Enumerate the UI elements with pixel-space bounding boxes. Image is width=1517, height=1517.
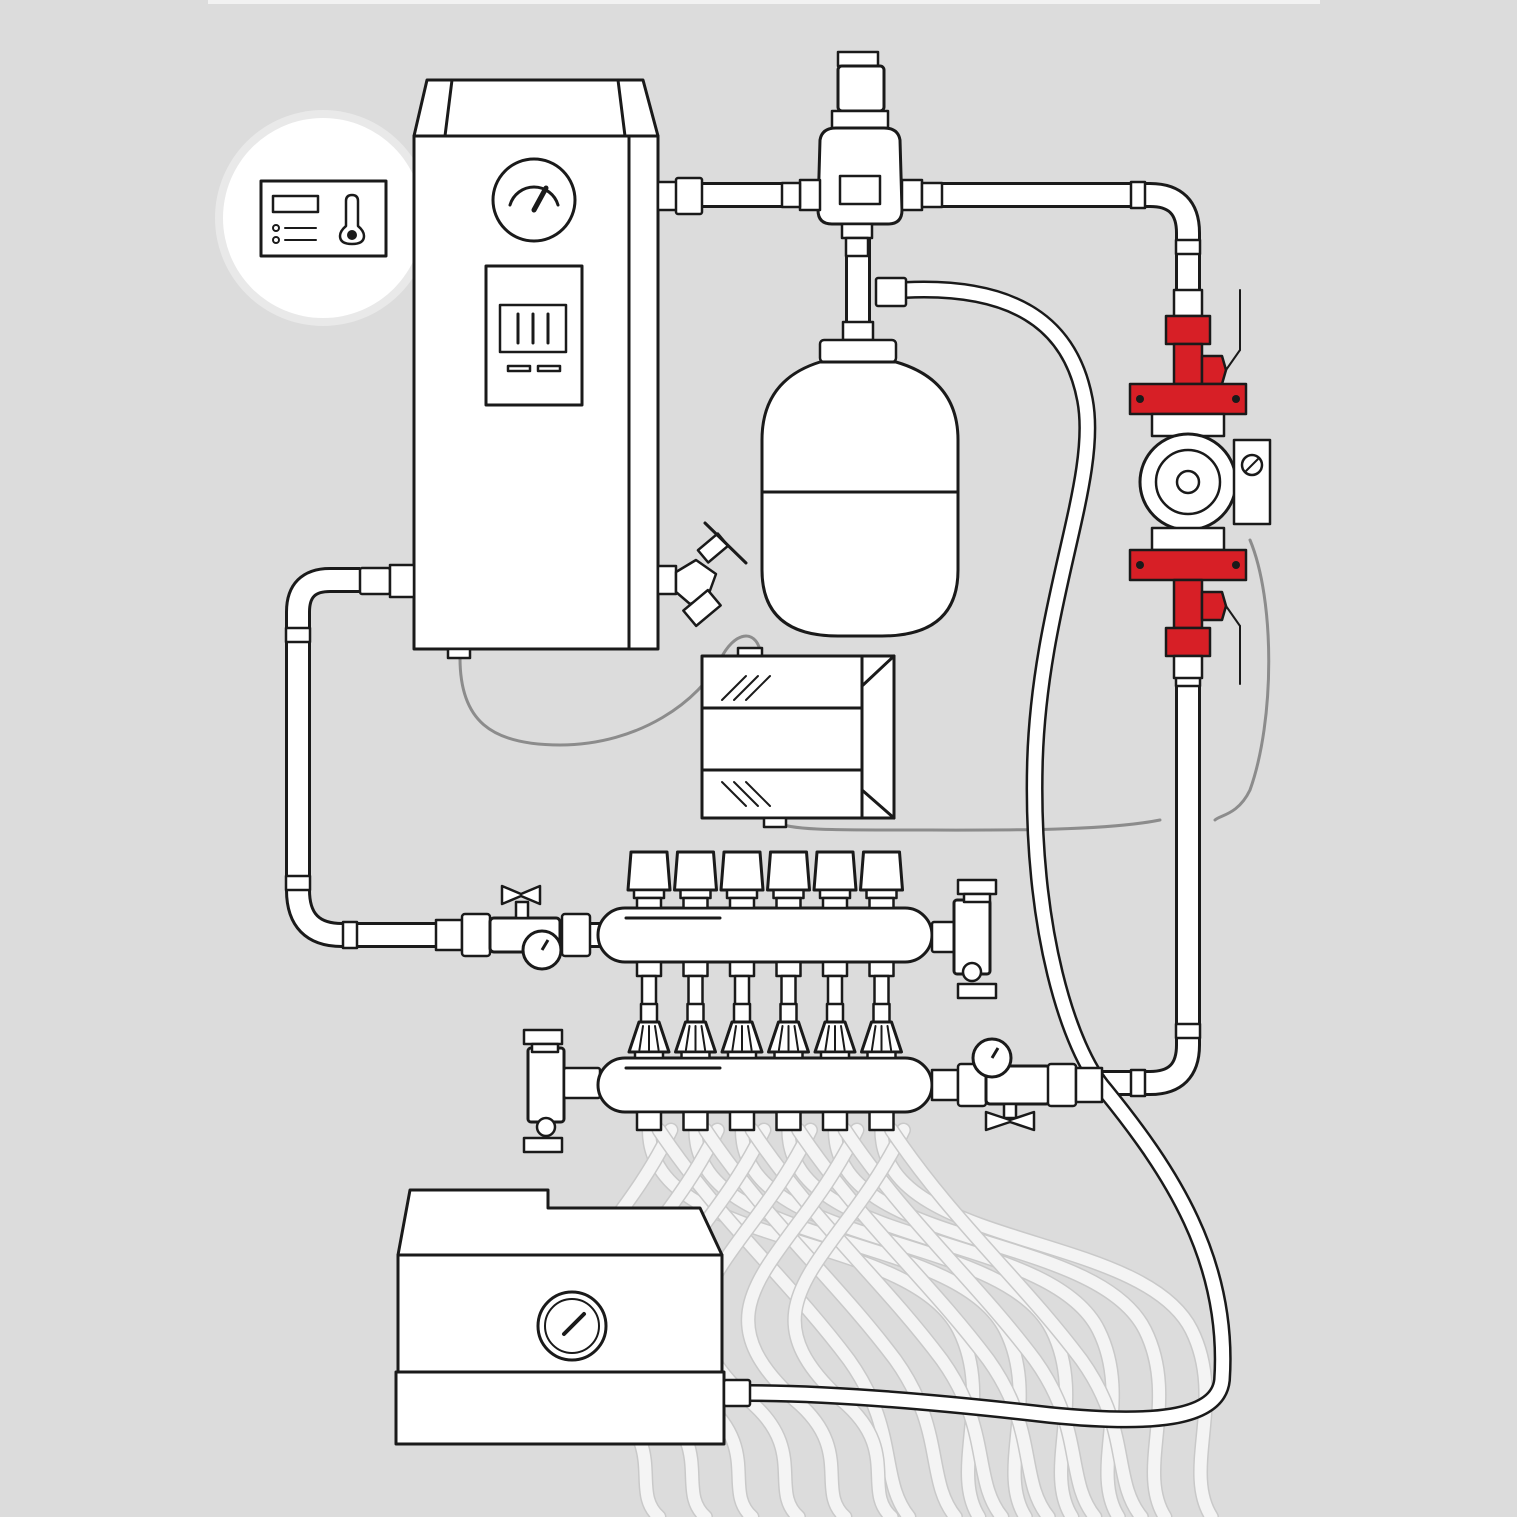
floor-loop-4-3 [792, 1124, 1055, 1517]
floor-loop-1-3 [653, 1124, 915, 1517]
flow-meter-1 [627, 1002, 671, 1132]
pressure-gauge-icon [536, 1290, 608, 1362]
supply-valve-5 [812, 850, 858, 1008]
pressure-gauge-icon [491, 157, 577, 243]
floor-loop-6-2 [788, 1124, 910, 1517]
air-vent-valve [780, 50, 944, 342]
expansion-tank [760, 338, 960, 638]
pressure-gauge-icon [521, 929, 563, 971]
controller-panel [215, 110, 431, 326]
thermostat-icon [338, 193, 366, 246]
flow-meter-3 [720, 1002, 764, 1132]
top-border [208, 0, 1320, 4]
flow-meter-2 [674, 1002, 717, 1132]
supply-valve-4 [766, 850, 811, 1008]
floor-loop-6-1 [875, 1124, 1218, 1517]
supply-valve-1 [626, 850, 672, 1008]
flow-meter-5 [813, 1002, 857, 1132]
floor-loop-5-1 [829, 1124, 1171, 1517]
filling-unit [394, 1188, 752, 1446]
control-box [700, 646, 896, 829]
supply-valve-2 [673, 850, 718, 1008]
supply-valve-3 [719, 850, 765, 1008]
floor-loop-6-3 [885, 1124, 1148, 1517]
underfloor-heating-loops [554, 1122, 1219, 1517]
circulation-pump [1128, 288, 1272, 685]
floor-loop-5-2 [742, 1124, 863, 1517]
electric-boiler [358, 78, 748, 660]
pressure-gauge-icon [971, 1037, 1013, 1079]
floor-loop-5-3 [839, 1124, 1101, 1517]
floor-loop-2-3 [699, 1124, 962, 1517]
return-manifold [522, 1002, 1104, 1154]
electrical-wiring [458, 538, 1271, 832]
floor-loop-3-3 [746, 1124, 1008, 1517]
supply-manifold [434, 850, 998, 1008]
flow-meter-6 [860, 1002, 903, 1132]
drain-valve [656, 521, 748, 628]
floor-loop-4-1 [782, 1124, 1125, 1517]
boiler-display-panel [484, 264, 584, 407]
supply-valve-6 [859, 850, 904, 1008]
flow-meter-4 [767, 1002, 810, 1132]
